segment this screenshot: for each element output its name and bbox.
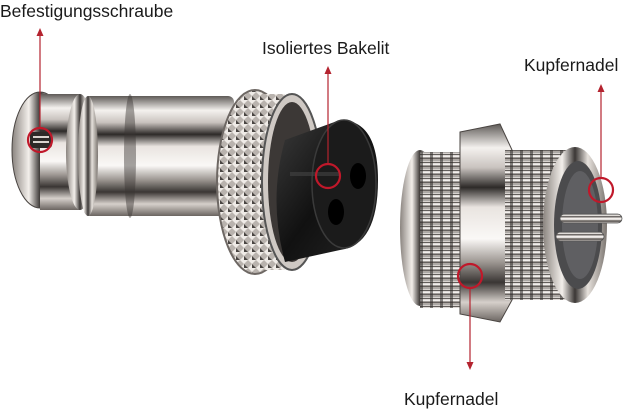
callout-pin-top [587, 84, 615, 204]
label-kupfernadel-top: Kupfernadel [524, 55, 619, 75]
socket-connector [400, 123, 623, 323]
arrow-up-icon [36, 28, 44, 36]
arrow-up-icon [324, 66, 332, 74]
arrow-down-icon [466, 362, 474, 370]
arrow-up-icon [597, 84, 605, 92]
plug-connector [11, 89, 378, 275]
label-kupfernadel-bottom: Kupfernadel [404, 389, 499, 409]
label-befestigungsschraube: Befestigungsschraube [0, 1, 174, 21]
callout-bakelite [314, 66, 342, 190]
highlight-circle-marker [587, 176, 615, 204]
highlight-circle-marker [314, 162, 342, 190]
highlight-circle-marker [26, 126, 54, 154]
label-isoliertes-bakelit: Isoliertes Bakelit [262, 38, 390, 58]
callout-screw [26, 28, 54, 154]
callout-pin-bottom [456, 262, 484, 370]
highlight-circle-marker [456, 262, 484, 290]
